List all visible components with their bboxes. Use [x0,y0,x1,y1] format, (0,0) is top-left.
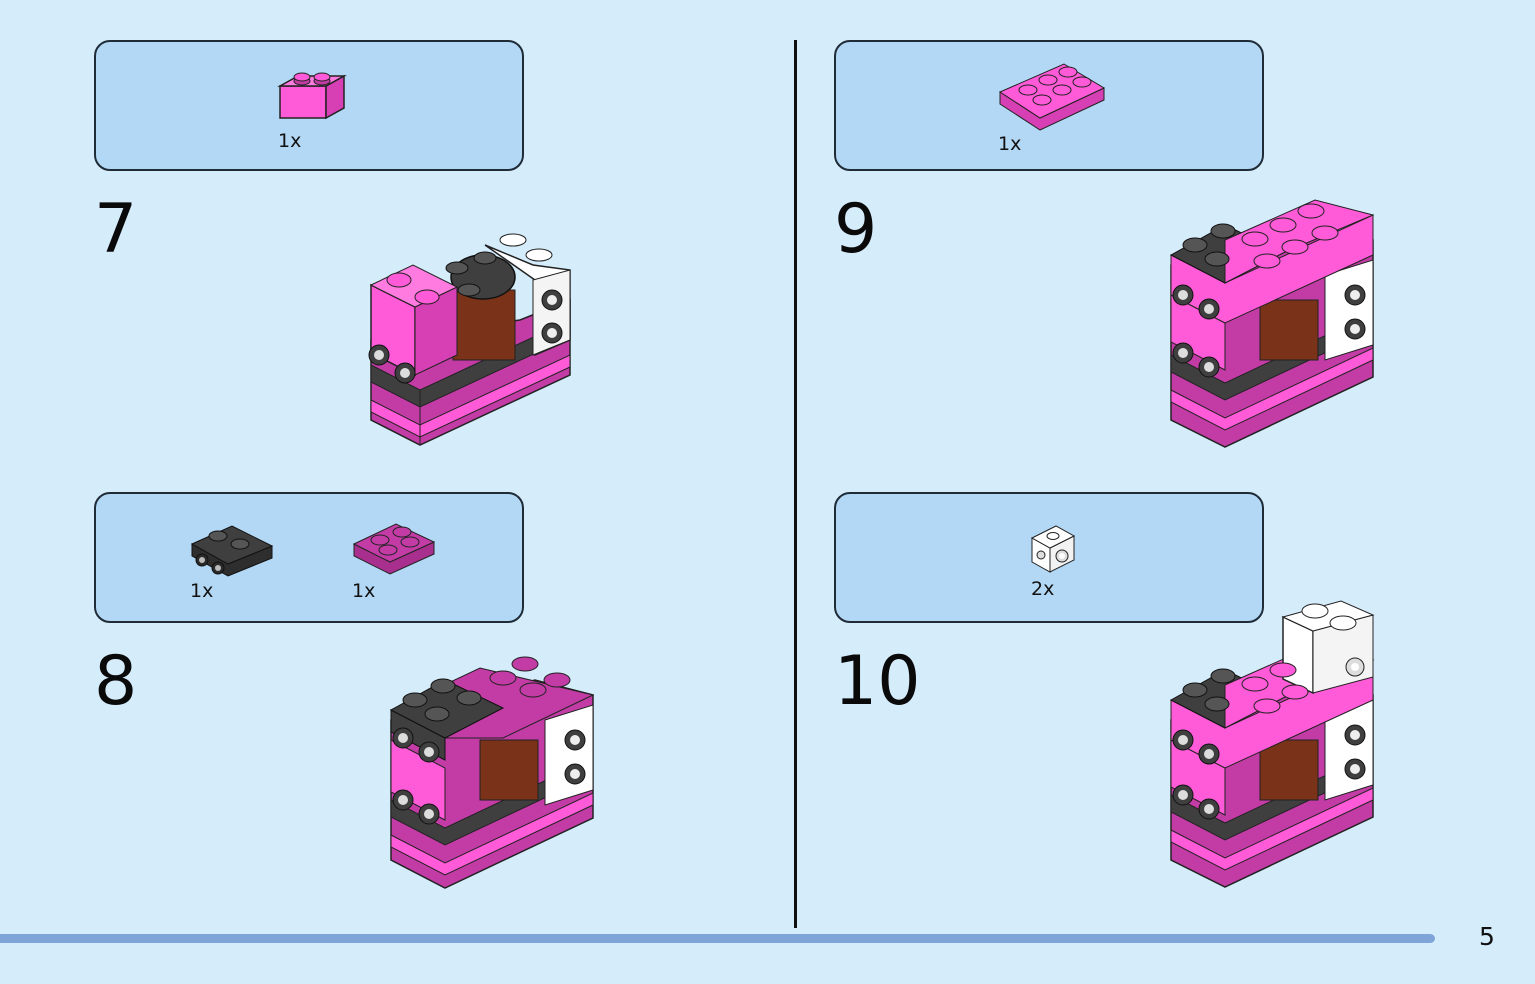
step-7-model [368,233,571,446]
pink-plate-2x3-icon [998,63,1106,131]
part-qty: 1x [998,133,1022,155]
step-8-model [389,656,595,889]
part-qty: 1x [278,130,302,152]
step-9-parts-box: 1x [834,40,1264,171]
magenta-plate-2x2-icon [352,523,436,575]
step-7-parts-box: 1x [94,40,524,171]
step-9-model [1169,199,1375,448]
step-number: 9 [834,190,878,269]
pink-brick-1x2-icon [277,72,347,120]
white-brick-side-studs-icon [1030,525,1076,573]
page-divider [794,40,797,928]
step-number: 8 [94,642,138,721]
part-qty: 1x [352,580,376,602]
step-10-parts-box: 2x [834,492,1264,623]
step-8-parts-box: 1x 1x [94,492,524,623]
step-number: 10 [834,642,921,721]
progress-bar [0,934,1435,943]
part-qty: 2x [1031,578,1055,600]
step-10-model [1169,600,1375,888]
step-number: 7 [94,190,138,269]
dark-gray-plate-studs-icon [190,525,274,577]
part-qty: 1x [190,580,214,602]
page-number: 5 [1479,922,1495,951]
